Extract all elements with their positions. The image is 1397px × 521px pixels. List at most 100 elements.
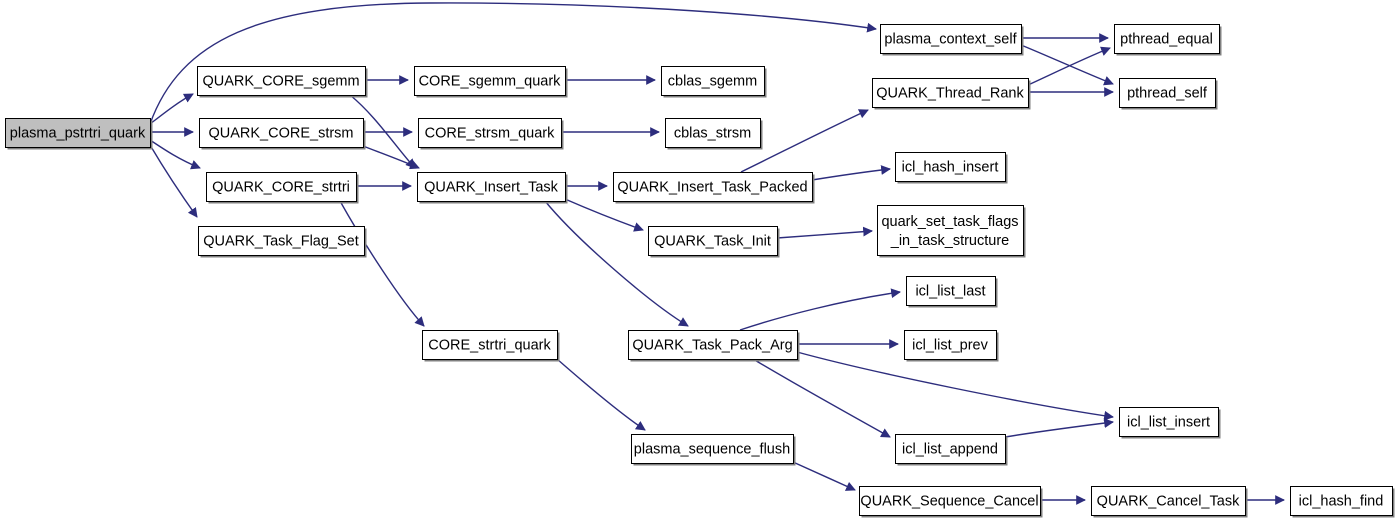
- node-box[interactable]: [859, 486, 1041, 516]
- node-label: QUARK_CORE_strtri: [212, 179, 350, 195]
- edge-plasma_pstrtri_quark-to-QUARK_Task_Flag_Set: [149, 144, 198, 218]
- node-plasma_pstrtri_quark[interactable]: plasma_pstrtri_quark: [5, 118, 153, 150]
- edge-plasma_pstrtri_quark-to-QUARK_CORE_sgemm: [149, 93, 194, 125]
- node-label: icl_hash_find: [1299, 493, 1384, 509]
- node-box[interactable]: [648, 226, 778, 256]
- node-pthread_equal[interactable]: pthread_equal: [1114, 24, 1222, 56]
- node-QUARK_Task_Init[interactable]: QUARK_Task_Init: [648, 226, 780, 258]
- node-QUARK_CORE_strtri[interactable]: QUARK_CORE_strtri: [206, 172, 359, 204]
- node-box[interactable]: [877, 205, 1024, 256]
- node-cblas_sgemm[interactable]: cblas_sgemm: [661, 66, 767, 98]
- edge-plasma_context_self-to-pthread_self: [1020, 44, 1114, 86]
- node-icl_list_insert[interactable]: icl_list_insert: [1119, 407, 1221, 439]
- node-box[interactable]: [895, 434, 1006, 464]
- node-box[interactable]: [5, 118, 151, 148]
- node-icl_hash_find[interactable]: icl_hash_find: [1290, 486, 1395, 518]
- node-box[interactable]: [1091, 486, 1246, 516]
- node-label: CORE_strtri_quark: [428, 337, 551, 353]
- node-label: QUARK_Insert_Task_Packed: [617, 179, 807, 195]
- node-label: QUARK_Task_Flag_Set: [203, 233, 359, 249]
- node-label: QUARK_Thread_Rank: [876, 85, 1024, 101]
- node-plasma_context_self[interactable]: plasma_context_self: [880, 24, 1024, 56]
- node-box[interactable]: [198, 226, 365, 256]
- node-CORE_strtri_quark[interactable]: CORE_strtri_quark: [422, 330, 560, 362]
- node-icl_list_append[interactable]: icl_list_append: [895, 434, 1008, 466]
- node-quark_set_task_flags[interactable]: quark_set_task_flags_in_task_structure: [877, 205, 1026, 258]
- node-box[interactable]: [895, 152, 1006, 182]
- node-QUARK_CORE_strsm[interactable]: QUARK_CORE_strsm: [199, 118, 366, 150]
- node-label: quark_set_task_flags_in_task_structure: [881, 214, 1018, 249]
- node-label: QUARK_Cancel_Task: [1097, 493, 1240, 509]
- edge-QUARK_Insert_Task-to-QUARK_Task_Init: [564, 198, 644, 232]
- node-box[interactable]: [417, 172, 566, 202]
- edge-plasma_pstrtri_quark-to-QUARK_CORE_strtri: [149, 139, 201, 170]
- node-label: icl_list_prev: [912, 337, 988, 353]
- edge-QUARK_CORE_strtri-to-CORE_strtri_quark: [339, 200, 425, 327]
- node-box[interactable]: [904, 330, 997, 360]
- node-box[interactable]: [1114, 24, 1220, 54]
- node-QUARK_Cancel_Task[interactable]: QUARK_Cancel_Task: [1091, 486, 1248, 518]
- node-label: CORE_strsm_quark: [425, 125, 555, 141]
- node-label: icl_hash_insert: [902, 159, 999, 175]
- node-label: QUARK_CORE_strsm: [208, 125, 353, 141]
- node-CORE_strsm_quark[interactable]: CORE_strsm_quark: [418, 118, 564, 150]
- node-QUARK_Sequence_Cancel[interactable]: QUARK_Sequence_Cancel: [859, 486, 1043, 518]
- node-CORE_sgemm_quark[interactable]: CORE_sgemm_quark: [414, 66, 568, 98]
- node-label: plasma_sequence_flush: [634, 441, 790, 457]
- edge-QUARK_Insert_Task_Packed-to-QUARK_Thread_Rank: [740, 109, 869, 173]
- node-box[interactable]: [414, 66, 566, 96]
- node-box[interactable]: [665, 118, 761, 148]
- edge-QUARK_Task_Pack_Arg-to-icl_list_insert: [796, 351, 1114, 421]
- node-box[interactable]: [1119, 78, 1216, 108]
- node-box[interactable]: [1290, 486, 1393, 516]
- node-box[interactable]: [206, 172, 357, 202]
- node-label: QUARK_Task_Init: [654, 233, 771, 249]
- node-plasma_sequence_flush[interactable]: plasma_sequence_flush: [631, 434, 796, 466]
- node-box[interactable]: [631, 434, 794, 464]
- node-box[interactable]: [880, 24, 1022, 54]
- node-box[interactable]: [422, 330, 558, 360]
- node-box[interactable]: [197, 66, 366, 96]
- edge-QUARK_Task_Init-to-quark_set_task_flags: [776, 226, 873, 239]
- node-QUARK_CORE_sgemm[interactable]: QUARK_CORE_sgemm: [197, 66, 368, 98]
- edge-QUARK_Insert_Task-to-QUARK_Task_Pack_Arg: [544, 200, 689, 327]
- node-box[interactable]: [199, 118, 364, 148]
- node-label: QUARK_Insert_Task: [424, 179, 559, 195]
- node-label: CORE_sgemm_quark: [419, 73, 562, 89]
- node-icl_list_last[interactable]: icl_list_last: [906, 276, 998, 308]
- node-icl_list_prev[interactable]: icl_list_prev: [904, 330, 999, 362]
- node-box[interactable]: [906, 276, 996, 306]
- node-QUARK_Insert_Task_Packed[interactable]: QUARK_Insert_Task_Packed: [613, 172, 815, 204]
- edge-QUARK_Task_Pack_Arg-to-icl_list_append: [752, 358, 891, 438]
- node-box[interactable]: [1119, 407, 1219, 437]
- node-QUARK_Insert_Task[interactable]: QUARK_Insert_Task: [417, 172, 568, 204]
- node-label: QUARK_CORE_sgemm: [202, 73, 359, 89]
- node-cblas_strsm[interactable]: cblas_strsm: [665, 118, 763, 150]
- edge-plasma_sequence_flush-to-QUARK_Sequence_Cancel: [792, 461, 856, 491]
- node-label: icl_list_insert: [1127, 414, 1210, 430]
- node-box[interactable]: [661, 66, 765, 96]
- node-icl_hash_insert[interactable]: icl_hash_insert: [895, 152, 1008, 184]
- edge-CORE_strtri_quark-to-plasma_sequence_flush: [556, 358, 646, 431]
- edge-QUARK_Task_Pack_Arg-to-icl_list_last: [739, 288, 901, 331]
- node-QUARK_Task_Pack_Arg[interactable]: QUARK_Task_Pack_Arg: [628, 330, 800, 362]
- node-box[interactable]: [628, 330, 798, 360]
- node-label: QUARK_Task_Pack_Arg: [632, 337, 792, 353]
- node-label: cblas_strsm: [674, 125, 751, 141]
- node-label: icl_list_last: [915, 283, 985, 299]
- node-label: QUARK_Sequence_Cancel: [860, 493, 1038, 509]
- node-label: icl_list_append: [902, 441, 998, 457]
- node-QUARK_Thread_Rank[interactable]: QUARK_Thread_Rank: [872, 78, 1031, 110]
- node-QUARK_Task_Flag_Set[interactable]: QUARK_Task_Flag_Set: [198, 226, 367, 258]
- node-box[interactable]: [613, 172, 813, 202]
- node-box[interactable]: [872, 78, 1029, 108]
- node-box[interactable]: [418, 118, 562, 148]
- node-label: plasma_pstrtri_quark: [10, 125, 146, 141]
- node-pthread_self[interactable]: pthread_self: [1119, 78, 1218, 110]
- edge-icl_list_append-to-icl_list_insert: [1004, 418, 1114, 438]
- edge-plasma_pstrtri_quark-to-plasma_context_self: [149, 2, 877, 125]
- edges-layer: [149, 2, 1285, 505]
- node-label: pthread_self: [1127, 85, 1208, 101]
